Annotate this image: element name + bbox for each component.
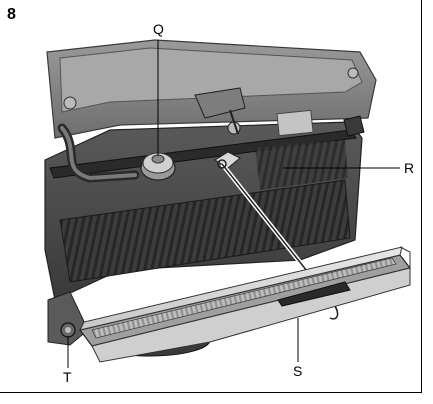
- step-number: 8: [7, 6, 16, 23]
- illustration: [44, 39, 412, 368]
- vent-grille-upper: [255, 140, 348, 190]
- callout-q: Q: [153, 21, 164, 37]
- screw-t: [60, 322, 76, 338]
- callout-t: T: [63, 369, 72, 385]
- right-tab: [343, 115, 365, 137]
- callout-s: S: [293, 363, 303, 379]
- bolt-icon: [347, 67, 359, 79]
- filter-element: [78, 246, 412, 363]
- lower-mount: [47, 291, 89, 346]
- vent-grille: [59, 179, 351, 283]
- mounting-rail: [49, 129, 357, 179]
- filler-cap: [140, 152, 176, 181]
- filter-handle: [277, 281, 351, 307]
- upper-body-rim: [59, 47, 363, 113]
- figure-frame: 8: [0, 0, 422, 393]
- bolt-icon: [63, 96, 77, 110]
- callout-r: R: [404, 160, 415, 176]
- label-plate: [276, 109, 314, 137]
- latch-bracket: [194, 87, 246, 135]
